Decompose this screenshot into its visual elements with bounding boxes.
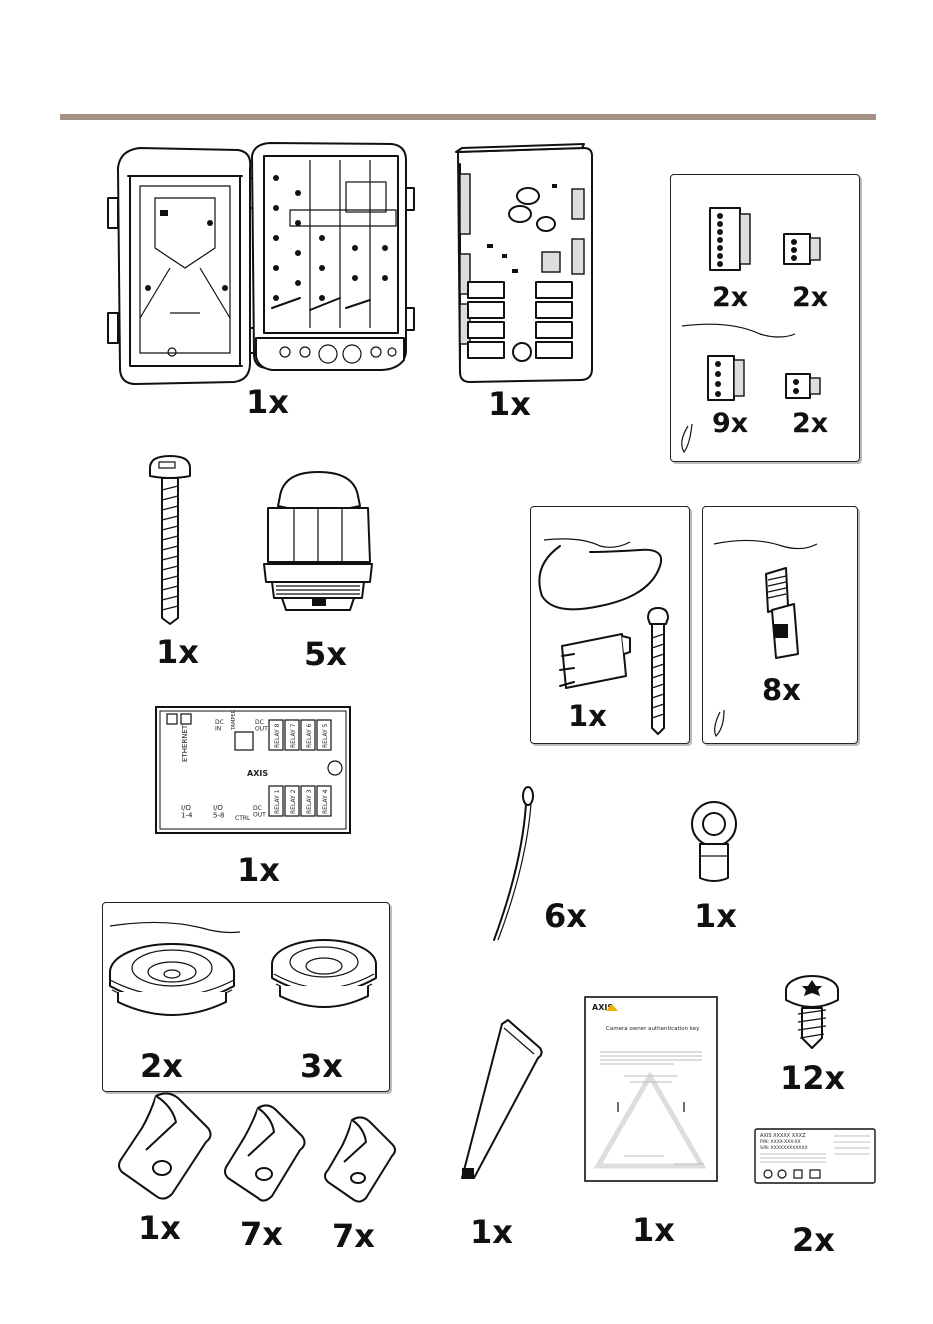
quantity-label: 1x (488, 388, 531, 420)
clamp-medium-item: 7x (218, 1104, 314, 1254)
product-label-drawing: AXIS XXXXX XXXZ P/N: XXXX-XXX-XX S/N: XX… (754, 1128, 878, 1186)
main-board-item: 1x (452, 144, 602, 389)
clamp-medium-drawing (218, 1104, 314, 1204)
doc-title: Camera owner authentication key (606, 1026, 700, 1032)
clamp-large-item: 1x (112, 1092, 217, 1252)
torx-screw-drawing (776, 974, 866, 1054)
quantity-label: 2x (712, 284, 748, 311)
quantity-label: 7x (332, 1220, 375, 1252)
quantity-label: 12x (780, 1062, 845, 1094)
enclosure-drawing (100, 138, 415, 398)
quantity-label: 7x (240, 1218, 283, 1250)
long-screw-item: 1x (140, 456, 230, 671)
label-relay-6: RELAY 6 (306, 723, 313, 748)
allen-key-drawing (440, 1018, 550, 1188)
cable-gland-item: 5x (258, 470, 378, 672)
quantity-label: 2x (792, 284, 828, 311)
quantity-label: 2x (792, 1224, 835, 1256)
cable-tie-item: 6x (488, 784, 598, 944)
quantity-label: 1x (470, 1216, 513, 1248)
cable-gland-drawing (258, 470, 378, 630)
quantity-label: 3x (300, 1050, 343, 1082)
enclosure-item: 1x (100, 138, 415, 398)
label-relay-1: RELAY 1 (274, 789, 281, 814)
main-board-drawing (452, 144, 602, 389)
bag-scribbles (670, 174, 860, 462)
label-relay-2: RELAY 2 (290, 789, 297, 814)
grommet-large-drawing (110, 944, 234, 1015)
quantity-label: 1x (138, 1212, 181, 1244)
relay-block-drawing (702, 506, 858, 744)
auth-key-document: AXIS Camera owner authentication key 1x (584, 996, 720, 1254)
clamp-large-drawing (112, 1092, 217, 1202)
allen-key-item: 1x (440, 1018, 550, 1254)
ring-terminal-drawing (686, 800, 766, 890)
label-relay-8: RELAY 8 (274, 723, 281, 748)
quantity-label: 9x (712, 410, 748, 437)
product-label-header: AXIS XXXXX XXXZ (760, 1133, 806, 1139)
relay-block-contents: 8x (702, 506, 858, 744)
ring-terminal-item: 1x (686, 800, 766, 935)
grommet-small-drawing (272, 940, 376, 1007)
quantity-label: 8x (762, 676, 801, 705)
quantity-label: 2x (792, 410, 828, 437)
quantity-label: 1x (694, 900, 737, 932)
quantity-label: 5x (304, 638, 347, 670)
auth-key-drawing: AXIS Camera owner authentication key (584, 996, 720, 1184)
tamper-kit-contents: 1x (530, 506, 690, 744)
label-relay-3: RELAY 3 (306, 789, 313, 814)
header-rule (60, 114, 876, 120)
clamp-small-item: 7x (318, 1116, 408, 1256)
quantity-label: 6x (544, 900, 587, 932)
grommet-bag-contents: 2x 3x (102, 902, 390, 1092)
product-label-pn: P/N: XXXX-XXX-XX (760, 1139, 801, 1145)
quantity-label: 1x (156, 636, 199, 668)
quantity-label: 1x (237, 854, 280, 886)
label-relay-4: RELAY 4 (322, 789, 329, 814)
connector-3pin-drawing (780, 230, 830, 270)
label-ctrl: CTRL (235, 815, 251, 822)
label-ethernet: ETHERNET (181, 724, 189, 762)
tamper-kit-drawing (530, 506, 690, 744)
torx-screw-item: 12x (776, 974, 866, 1098)
label-tamper: TAMPER (231, 709, 237, 731)
connector-bag-contents: 2x 2x 9x 2x (670, 174, 860, 462)
label-brand: AXIS (247, 769, 268, 778)
connector-2pin-drawing (780, 370, 830, 410)
quantity-label: 1x (632, 1214, 675, 1246)
quantity-label: 2x (140, 1050, 183, 1082)
connector-4pin-drawing (702, 352, 752, 407)
clamp-small-drawing (318, 1116, 408, 1206)
quantity-label: 1x (568, 702, 607, 731)
quantity-label: 1x (246, 386, 289, 418)
label-relay-5: RELAY 5 (322, 723, 329, 748)
label-relay-7: RELAY 7 (290, 723, 297, 748)
product-labels-item: AXIS XXXXX XXXZ P/N: XXXX-XXX-XX S/N: XX… (754, 1128, 878, 1256)
product-label-sn: S/N: XXXXXXXXXXXX (760, 1145, 808, 1151)
connector-8pin-drawing (702, 204, 762, 274)
